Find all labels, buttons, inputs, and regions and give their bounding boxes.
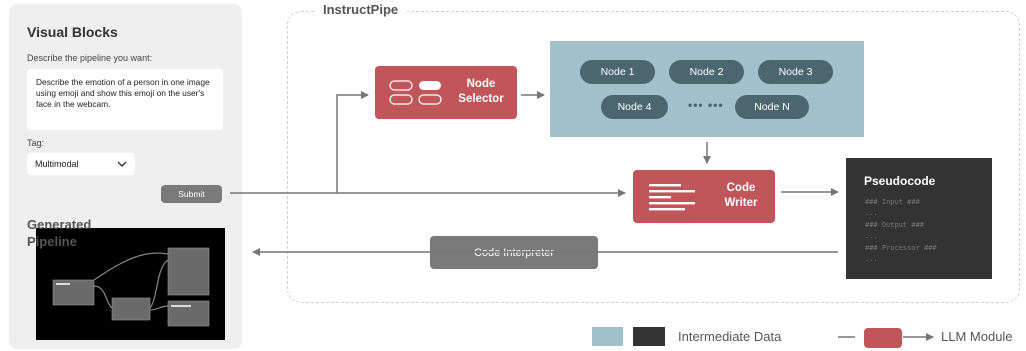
pseudocode-line: ... — [865, 255, 878, 263]
code-writer-label: Code Writer — [724, 182, 758, 209]
pseudocode-line: ### Output ### — [865, 221, 925, 229]
node-pill: Node 3 — [758, 60, 833, 84]
pipeline-graph-icon — [52, 247, 210, 327]
legend-intermediate-dark-swatch — [633, 327, 665, 346]
nodes-ellipsis: ••• ••• — [688, 98, 724, 112]
submit-button[interactable]: Submit — [161, 185, 222, 203]
node-pill: Node N — [735, 95, 809, 119]
pseudocode-title: Pseudocode — [864, 174, 936, 188]
toggle-switches-icon — [389, 80, 442, 105]
node-pill: Node 1 — [580, 60, 655, 84]
tag-select-value: Multimodal — [35, 159, 79, 169]
node-pill: Node 2 — [669, 60, 744, 84]
legend-llm-swatch — [864, 328, 902, 348]
code-lines-icon — [649, 184, 695, 211]
tag-label: Tag: — [27, 138, 45, 148]
pseudocode-box: Pseudocode ### Input ### ... ### Output … — [846, 158, 992, 279]
node-pill: Node 4 — [601, 95, 668, 119]
submit-to-selector-arrow — [336, 91, 369, 193]
chevron-down-icon — [117, 161, 127, 167]
generated-pipeline-title: Generated Pipeline — [27, 217, 92, 249]
pseudocode-line: ### Processor ### — [865, 244, 937, 252]
generated-pipeline-preview[interactable] — [36, 228, 225, 340]
legend-intermediate-light-swatch — [592, 327, 623, 346]
tag-select[interactable]: Multimodal — [27, 153, 135, 175]
code-writer-module: Code Writer — [633, 170, 775, 223]
panel-title: Visual Blocks — [27, 24, 118, 40]
pseudocode-line: ... — [865, 232, 878, 240]
legend-llm-label: LLM Module — [941, 329, 1013, 344]
pseudocode-line: ### Input ### — [865, 198, 920, 206]
instructpipe-container — [287, 11, 1020, 303]
legend-intermediate-label: Intermediate Data — [678, 329, 782, 344]
describe-label: Describe the pipeline you want: — [27, 53, 153, 63]
pseudocode-line: ... — [865, 209, 878, 217]
node-selector-label: Node Selector — [458, 78, 504, 105]
instructpipe-title: InstructPipe — [314, 2, 408, 17]
candidate-nodes-box — [550, 41, 864, 137]
prompt-textarea[interactable]: Describe the emotion of a person in one … — [27, 69, 223, 130]
node-selector-module: Node Selector — [375, 66, 517, 119]
